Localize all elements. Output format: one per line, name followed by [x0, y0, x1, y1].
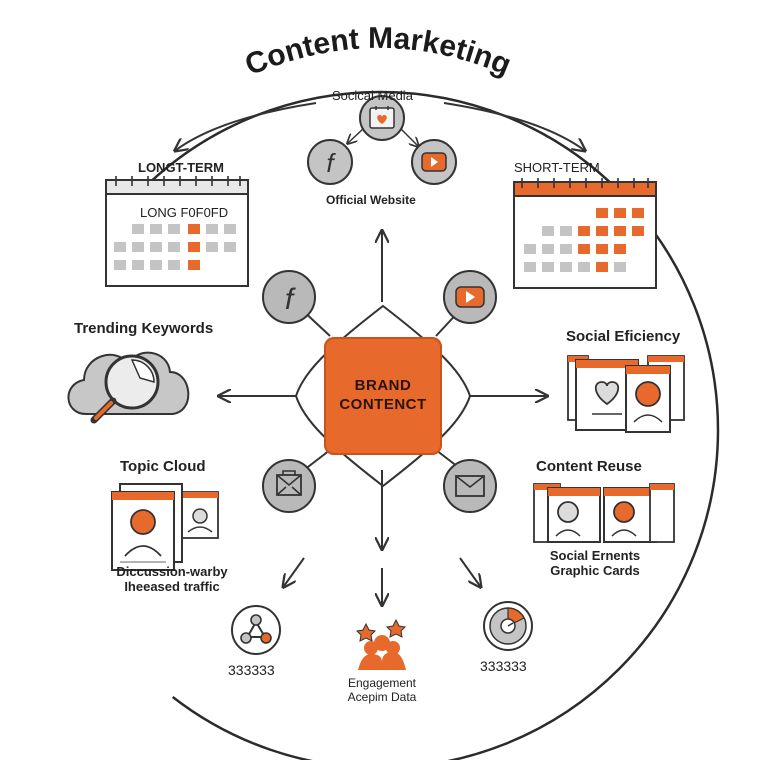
- youtube-icon: [443, 270, 497, 324]
- engagement-caption-line2: Acepim Data: [347, 690, 417, 705]
- content-reuse-label: Content Reuse: [536, 458, 642, 475]
- pie-chart-icon: [483, 601, 533, 651]
- long-term-heading: LONGT-TERM: [138, 160, 224, 175]
- reuse-caption-line1: Social Ernents: [549, 548, 641, 563]
- topic-caption-line2: Iheeased traffic: [124, 579, 220, 595]
- bottom-right-value: 333333: [480, 658, 527, 674]
- reuse-caption-line2: Graphic Cards: [550, 563, 640, 579]
- social-media-label: Socical Media: [332, 88, 413, 103]
- magnifier-cloud-icon: [67, 351, 190, 424]
- outer-ring: [40, 90, 720, 760]
- diagram-title: Content Marketing: [241, 22, 516, 82]
- engagement-caption: Engagement Acepim Data: [324, 676, 440, 704]
- social-efficiency-label: Social Eficiency: [566, 328, 681, 345]
- arrow-to-long-term: [176, 102, 317, 150]
- long-term-inner-label: LONG F0F0FD: [140, 205, 229, 220]
- svg-text:f: f: [285, 283, 296, 316]
- social-media-cluster: f: [307, 95, 457, 185]
- svg-text:f: f: [326, 148, 336, 178]
- topic-cloud-caption: Diccussion-warby Iheeased traffic: [112, 564, 232, 595]
- envelope-icon: [443, 459, 497, 513]
- long-term-calendar: [105, 176, 249, 287]
- topic-caption-line1: Diccussion-warby: [116, 564, 228, 579]
- short-term-heading: SHORT-TERM: [514, 160, 600, 175]
- brand-content-line1: BRAND: [354, 377, 412, 395]
- trending-keywords-label: Trending Keywords: [74, 320, 214, 337]
- network-icon: [231, 605, 281, 655]
- content-reuse-caption: Social Ernents Graphic Cards: [530, 548, 660, 579]
- arrow-to-short-term: [443, 102, 584, 150]
- people-icon: [355, 618, 407, 670]
- social-efficiency-cards-icon: [567, 355, 685, 433]
- content-reuse-cards-icon: [533, 483, 675, 543]
- topic-cloud-label: Topic Cloud: [120, 458, 206, 475]
- center-hub: [220, 232, 546, 604]
- bottom-left-value: 333333: [228, 662, 275, 678]
- brand-content-box: BRAND CONTENCT: [324, 337, 442, 455]
- official-website-label: Official Website: [326, 193, 416, 207]
- short-term-calendar: [513, 178, 657, 289]
- brand-content-line2: CONTENCT: [339, 396, 427, 413]
- facebook-icon: f: [262, 270, 316, 324]
- mail-icon: [262, 459, 316, 513]
- profile-cards-icon: [111, 483, 219, 571]
- engagement-caption-line1: Engagement: [347, 676, 417, 690]
